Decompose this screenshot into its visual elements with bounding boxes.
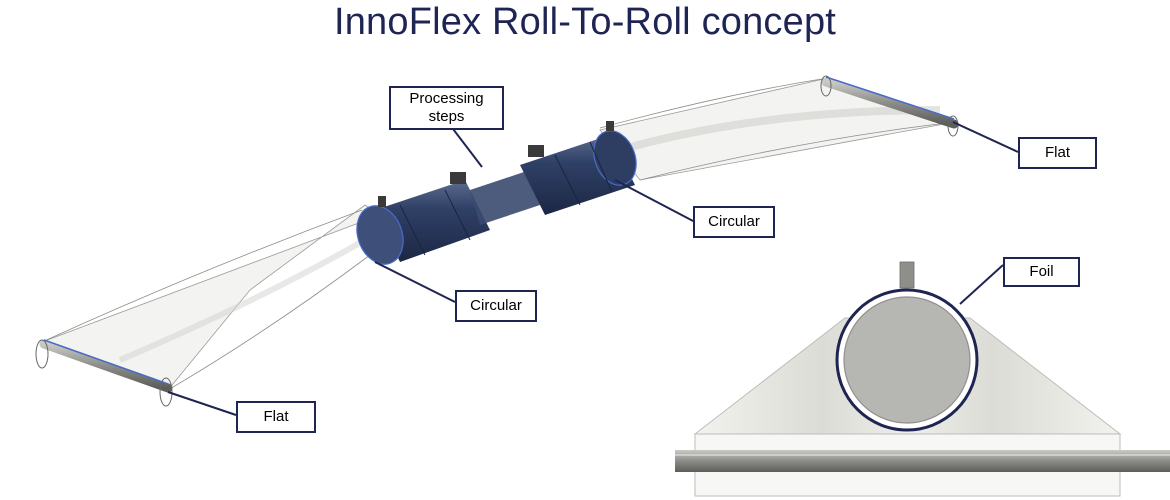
label-flat-left: Flat — [236, 401, 316, 433]
label-flat-right: Flat — [1018, 137, 1097, 169]
label-foil: Foil — [1003, 257, 1080, 287]
foil-cross-section — [675, 261, 1170, 497]
label-processing-steps: Processing steps — [389, 86, 504, 130]
leader-lines — [167, 121, 1019, 416]
page-title: InnoFlex Roll-To-Roll concept — [333, 1, 837, 43]
flat-roller-right — [820, 75, 959, 137]
foil-sheet-left — [40, 204, 381, 391]
flat-roller-left — [35, 339, 173, 407]
processing-cylinder — [356, 121, 637, 265]
foil-sheet-right — [599, 77, 957, 181]
label-circular-left: Circular — [455, 290, 537, 322]
label-circular-right: Circular — [693, 206, 775, 238]
